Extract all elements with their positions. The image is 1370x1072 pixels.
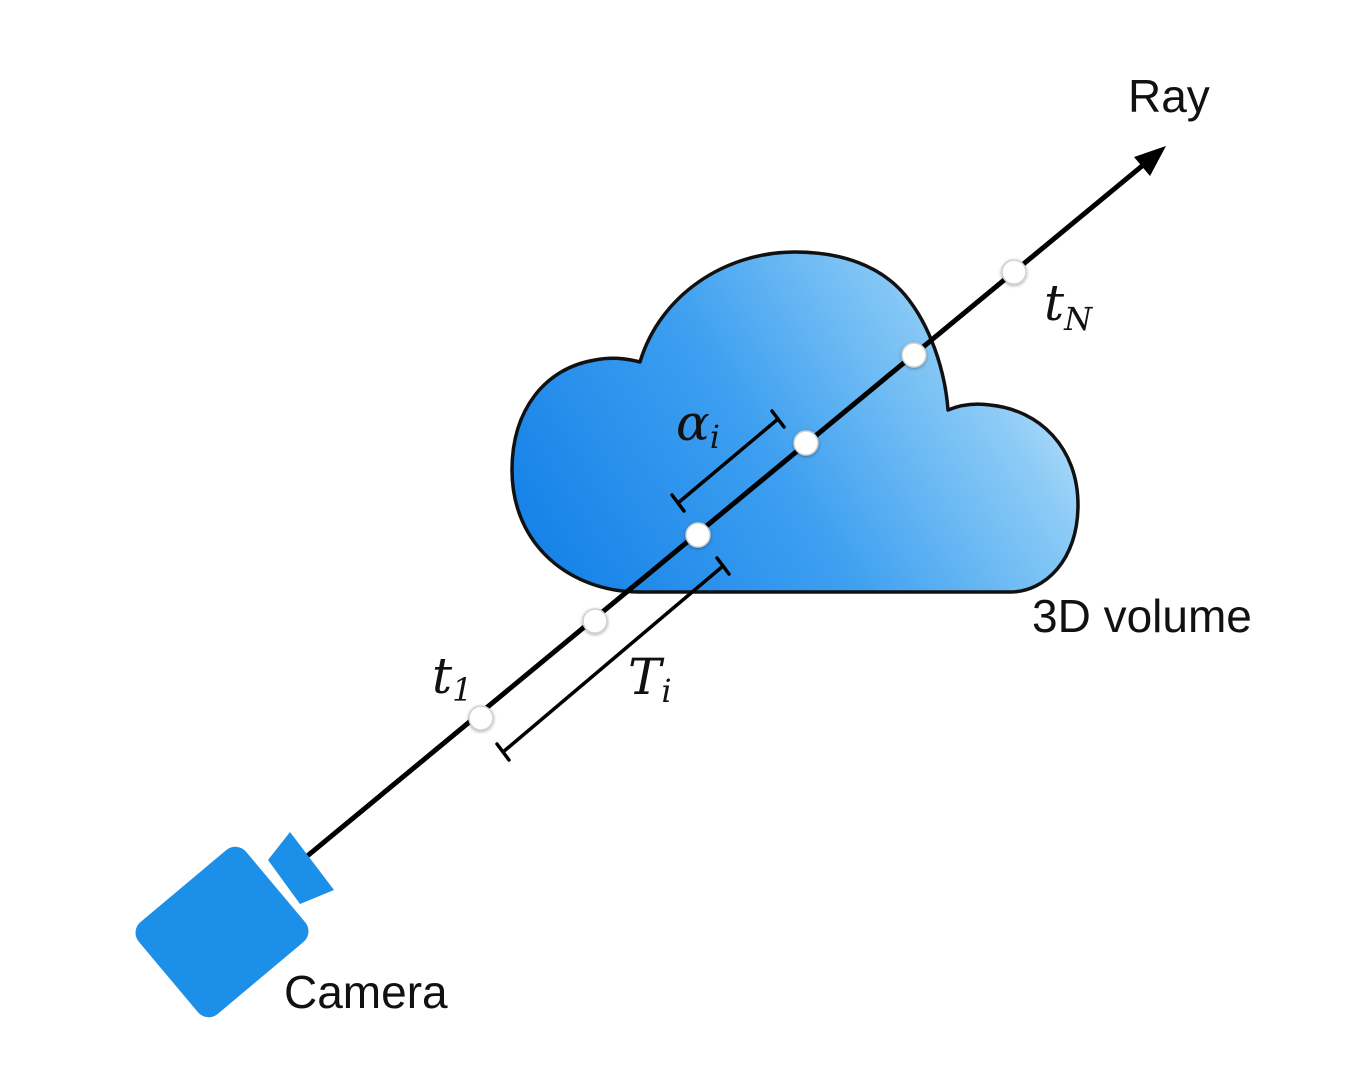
- sample-point: [582, 608, 608, 634]
- tN-label: tN: [1044, 274, 1093, 338]
- sample-point: [685, 522, 711, 548]
- t1-label: t1: [432, 647, 472, 709]
- sample-point: [901, 342, 927, 368]
- sample-point-t1: [468, 705, 494, 731]
- sample-point-tN: [1001, 259, 1027, 285]
- alpha-label: αi: [676, 394, 720, 456]
- ray-line: [297, 163, 1145, 865]
- cloud-volume-icon: [510, 250, 1080, 594]
- camera-icon: [135, 832, 334, 1018]
- volume-label: 3D volume: [1032, 590, 1252, 642]
- alpha-interval-bracket: [670, 409, 786, 513]
- sample-points: [468, 259, 1027, 731]
- camera-label: Camera: [284, 966, 448, 1018]
- T-label: Ti: [628, 648, 672, 710]
- ray-label: Ray: [1128, 70, 1210, 122]
- ray-arrow-icon: [1134, 146, 1166, 176]
- transmittance-interval-bracket: [495, 556, 731, 762]
- sample-point: [793, 430, 819, 456]
